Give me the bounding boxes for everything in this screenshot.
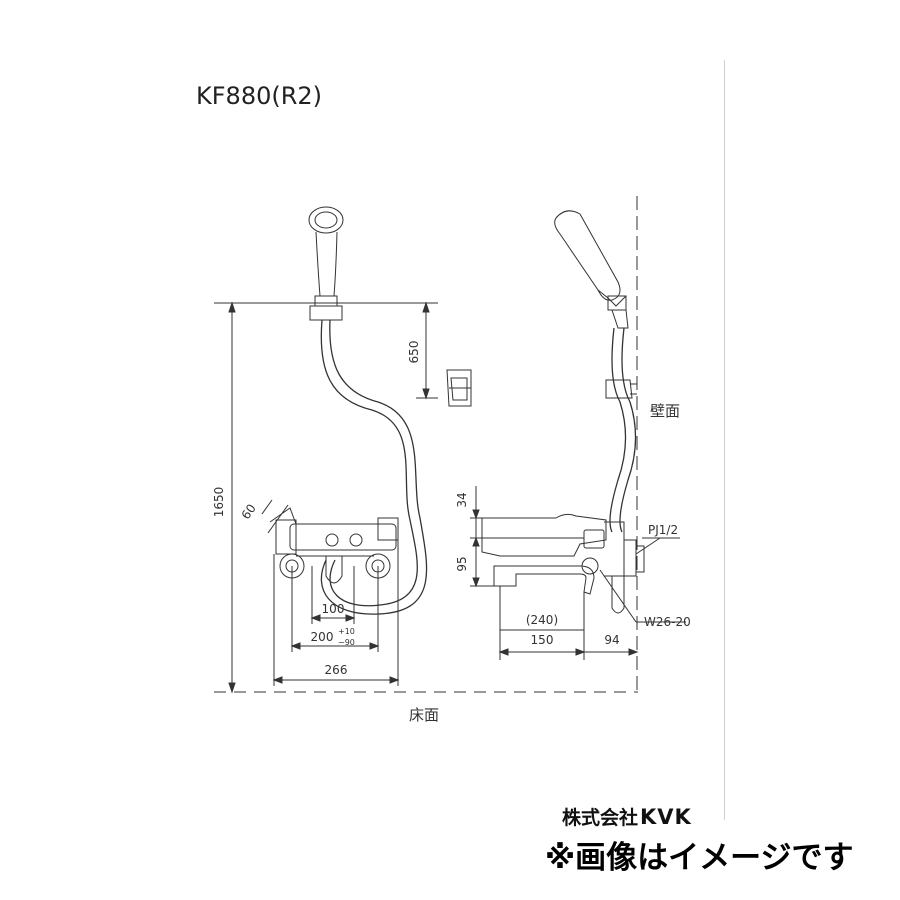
dim-150: 150 [531, 633, 554, 647]
dim-60: 60 [239, 501, 259, 522]
dim-1650: 1650 [212, 487, 226, 518]
dim-266: 266 [325, 663, 348, 677]
dim-200: 200 [311, 630, 334, 644]
dim-94: 94 [604, 633, 619, 647]
dim-240: (240) [526, 613, 558, 627]
dim-tol-plus: +10 [338, 627, 355, 636]
dim-34: 34 [455, 492, 469, 507]
label-w: W26-20 [644, 615, 691, 629]
hose-side [609, 327, 627, 533]
dim-95: 95 [455, 556, 469, 571]
company-brand: KVK [640, 805, 692, 829]
model-title: KF880(R2) [196, 82, 323, 110]
dim-100: 100 [322, 602, 345, 616]
label-pj: PJ1/2 [648, 523, 678, 537]
company-prefix: 株式会社 [562, 807, 639, 829]
shower-head-front [308, 206, 344, 321]
faucet-body-side [481, 513, 645, 614]
shower-head-side [554, 210, 629, 329]
faucet-body-front [269, 507, 399, 584]
image-note: ※画像はイメージです [545, 840, 854, 876]
divider-line [724, 60, 725, 820]
label-wall: 壁面 [650, 402, 680, 420]
hose-front [320, 319, 418, 607]
shower-hook-detail [446, 369, 472, 407]
dim-tol-minus: −90 [338, 638, 355, 647]
dim-650: 650 [407, 341, 421, 364]
company-name: 株式会社KVK [562, 803, 692, 830]
label-floor: 床面 [409, 706, 439, 724]
